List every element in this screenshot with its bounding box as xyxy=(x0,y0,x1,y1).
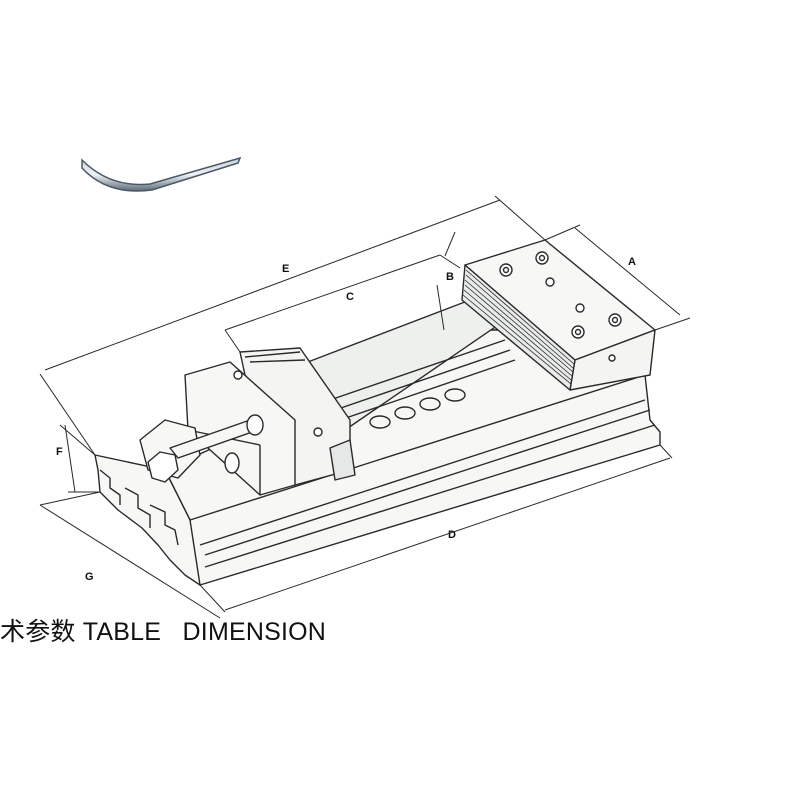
photo-frame-fragment xyxy=(81,156,242,192)
dim-label-e: E xyxy=(282,263,289,275)
dim-label-d: D xyxy=(448,529,456,541)
table-dimension-caption: 术参数 TABLE DIMENSION xyxy=(0,612,326,652)
lead-screw xyxy=(369,388,466,429)
vise-body xyxy=(94,239,661,586)
caption-chinese: 术参数 xyxy=(0,618,76,646)
caption-english: TABLE DIMENSION xyxy=(82,618,327,646)
hex-nut xyxy=(139,414,264,483)
dim-label-g: G xyxy=(85,571,94,583)
dimension-lines xyxy=(39,195,691,619)
dim-label-a: A xyxy=(628,256,636,268)
dim-label-c: C xyxy=(346,291,354,303)
fixed-jaw-bolt-holes xyxy=(499,251,622,362)
dim-label-f: F xyxy=(56,446,63,458)
base-end-profile xyxy=(94,454,201,586)
dim-label-b: B xyxy=(446,271,454,283)
